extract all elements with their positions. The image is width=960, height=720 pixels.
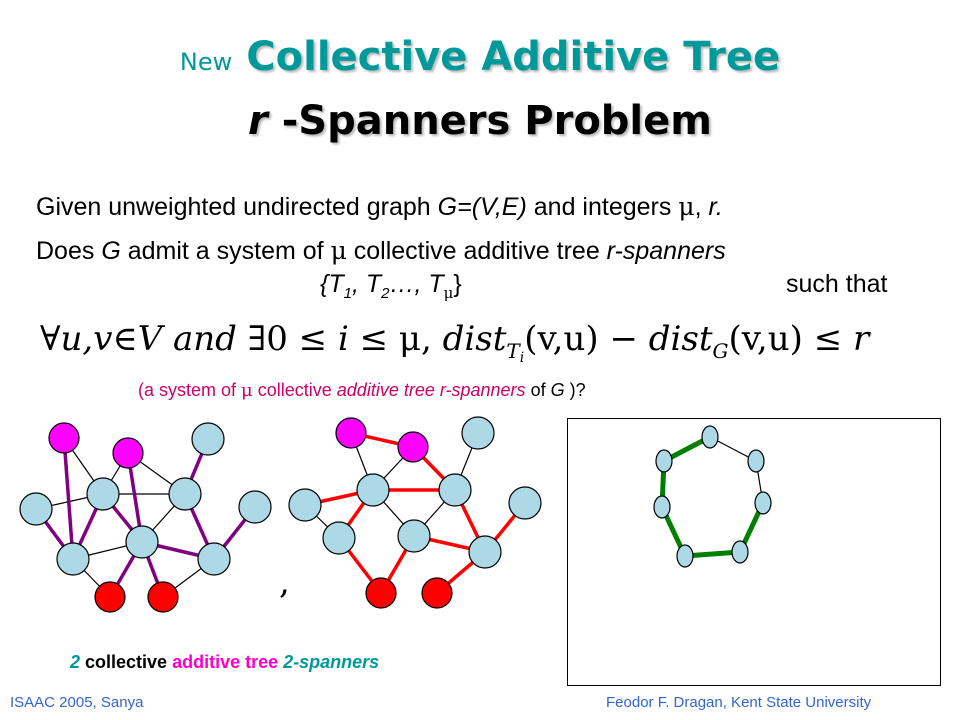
formula-segment: dist bbox=[649, 319, 713, 359]
text-segment: } bbox=[453, 270, 462, 298]
text-segment: additive tree r-spanners bbox=[336, 380, 526, 400]
text-segment: collective additive tree bbox=[346, 237, 607, 265]
graph-one-nodes bbox=[19, 422, 272, 613]
text-segment: (a system of bbox=[138, 380, 242, 400]
figure-caption: 2 collective additive tree 2-spanners bbox=[70, 652, 379, 673]
text-segment: )? bbox=[564, 380, 586, 400]
forall-symbol: ∀ bbox=[40, 319, 61, 359]
statement-line-1: Given unweighted undirected graph G=(V,E… bbox=[36, 192, 723, 222]
element-of-symbol: ∈ bbox=[112, 319, 137, 359]
text-segment: Does bbox=[36, 237, 102, 265]
text-segment: …, T bbox=[389, 270, 444, 298]
text-segment: and integers bbox=[526, 193, 679, 221]
title-main: Collective Additive Tree bbox=[246, 34, 781, 80]
cycle-graph bbox=[653, 425, 772, 568]
formula-segment: (v,u) ≤ bbox=[728, 319, 853, 359]
svg-text:∀u,v∈V and ∃0 ≤ i ≤ μ, distTi: ∀u,v∈V and ∃0 ≤ i ≤ μ, distTi(v,u) − dis… bbox=[40, 319, 871, 366]
mu-symbol: μ bbox=[678, 192, 695, 221]
formula-segment: and bbox=[162, 319, 248, 359]
graph-two-nodes bbox=[288, 416, 542, 609]
text-segment: additive tree bbox=[172, 652, 279, 672]
statement-line-3: {T1, T2…, Tμ} bbox=[320, 270, 462, 302]
text-segment: admit a system of bbox=[120, 237, 331, 265]
title-rest: -Spanners Problem bbox=[267, 98, 712, 144]
title-r: r bbox=[248, 98, 268, 144]
graph-illustrations: , bbox=[19, 416, 542, 613]
formula-subscript: i bbox=[520, 350, 524, 366]
mu-symbol: μ bbox=[443, 284, 454, 302]
graph-two bbox=[288, 416, 542, 609]
text-segment: , bbox=[694, 193, 709, 221]
formula-segment: i bbox=[338, 319, 349, 359]
formula: ∀u,v∈V and ∃0 ≤ i ≤ μ, distTi(v,u) − dis… bbox=[40, 319, 871, 366]
green-path-edges bbox=[659, 434, 766, 559]
formula-segment: r bbox=[853, 319, 871, 359]
text-segment: , T bbox=[351, 270, 382, 298]
text-segment: 2-spanners bbox=[283, 652, 380, 672]
text-segment: G bbox=[101, 237, 121, 265]
subscript: 2 bbox=[381, 285, 390, 302]
formula-subscript: G bbox=[713, 339, 729, 363]
statement-line-2: Does G admit a system of μ collective ad… bbox=[36, 236, 726, 266]
slide-title-line-1: New Collective Additive Tree bbox=[0, 34, 960, 80]
text-segment: r-spanners bbox=[606, 237, 726, 265]
text-segment: of bbox=[525, 380, 551, 400]
text-segment: collective bbox=[80, 652, 173, 672]
slide-title-line-2: r -Spanners Problem bbox=[0, 98, 960, 144]
formula-segment: 0 ≤ bbox=[266, 319, 338, 359]
cycle-nodes bbox=[653, 425, 772, 568]
text-segment: r. bbox=[708, 193, 723, 221]
statement-line-4: such that bbox=[786, 270, 888, 298]
subscript: 1 bbox=[343, 285, 352, 302]
separator-comma: , bbox=[279, 562, 290, 602]
text-segment: G=(V,E) bbox=[437, 193, 527, 221]
note-line: (a system of μ collective additive tree … bbox=[138, 380, 586, 401]
text-segment: collective bbox=[252, 380, 337, 400]
formula-segment: ≤ μ, bbox=[349, 319, 443, 359]
graph-one bbox=[19, 422, 272, 613]
formula-segment: u,v bbox=[61, 319, 113, 359]
text-segment: Given unweighted undirected graph bbox=[36, 193, 438, 221]
cycle-example-panel bbox=[567, 418, 941, 686]
title-prefix: New bbox=[179, 48, 233, 76]
exists-symbol: ∃ bbox=[248, 319, 266, 359]
text-segment: G bbox=[550, 380, 565, 400]
text-segment: 2 bbox=[70, 652, 81, 672]
footer-author: Feodor F. Dragan, Kent State University bbox=[606, 694, 872, 711]
footer-conference: ISAAC 2005, Sanya bbox=[10, 694, 144, 711]
mu-symbol: μ bbox=[330, 236, 347, 265]
mu-symbol: μ bbox=[241, 380, 253, 401]
formula-segment: (v,u) − bbox=[524, 319, 649, 359]
formula-segment: dist bbox=[443, 319, 507, 359]
formula-segment: V bbox=[138, 319, 166, 359]
text-segment: {T bbox=[320, 270, 344, 298]
formula-subscript: T bbox=[506, 339, 521, 363]
